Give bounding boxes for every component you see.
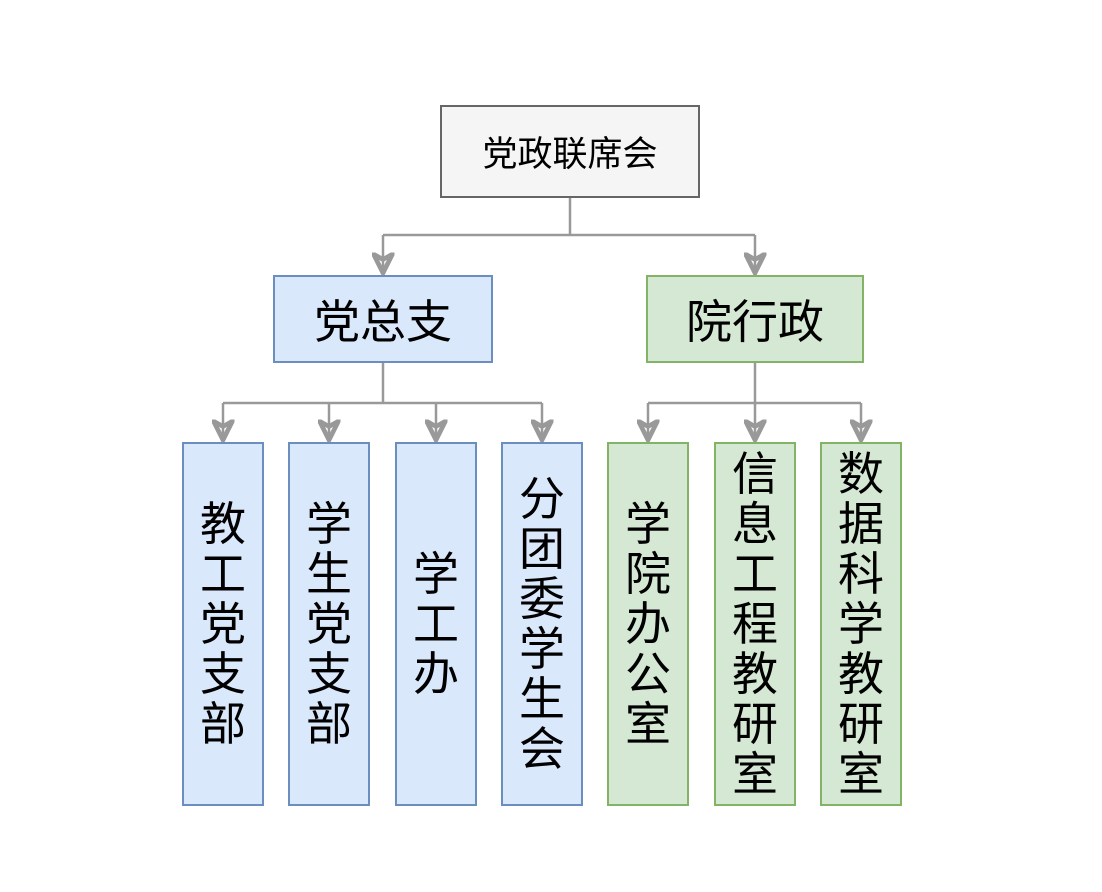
connector-admin-to-leaves [648,363,861,440]
leaf-info-engineering-teaching-research-office-label: 信息工程教研室 [732,448,778,800]
node-party-general-branch: 党总支 [273,275,493,363]
connector-root-to-branches [383,198,755,273]
leaf-college-office-label: 学院办公室 [625,498,671,750]
node-college-administration: 院行政 [646,275,864,363]
node-joint-meeting-label: 党政联席会 [482,135,658,174]
leaf-info-engineering-teaching-research-office: 信息工程教研室 [714,442,796,806]
connector-party-to-leaves [223,363,542,440]
leaf-faculty-party-branch-label: 教工党支部 [200,498,246,750]
leaf-student-affairs-office: 学工办 [395,442,477,806]
node-joint-meeting: 党政联席会 [440,105,700,198]
node-party-general-branch-label: 党总支 [314,296,452,348]
leaf-data-science-teaching-research-office: 数据科学教研室 [820,442,902,806]
leaf-student-party-branch-label: 学生党支部 [306,498,352,750]
leaf-student-affairs-office-label: 学工办 [413,548,459,700]
node-college-administration-label: 院行政 [686,296,824,348]
leaf-youth-league-student-union: 分团委学生会 [501,442,583,806]
leaf-youth-league-student-union-label: 分团委学生会 [519,473,565,775]
leaf-data-science-teaching-research-office-label: 数据科学教研室 [838,448,884,800]
leaf-student-party-branch: 学生党支部 [288,442,370,806]
leaf-faculty-party-branch: 教工党支部 [182,442,264,806]
leaf-college-office: 学院办公室 [607,442,689,806]
